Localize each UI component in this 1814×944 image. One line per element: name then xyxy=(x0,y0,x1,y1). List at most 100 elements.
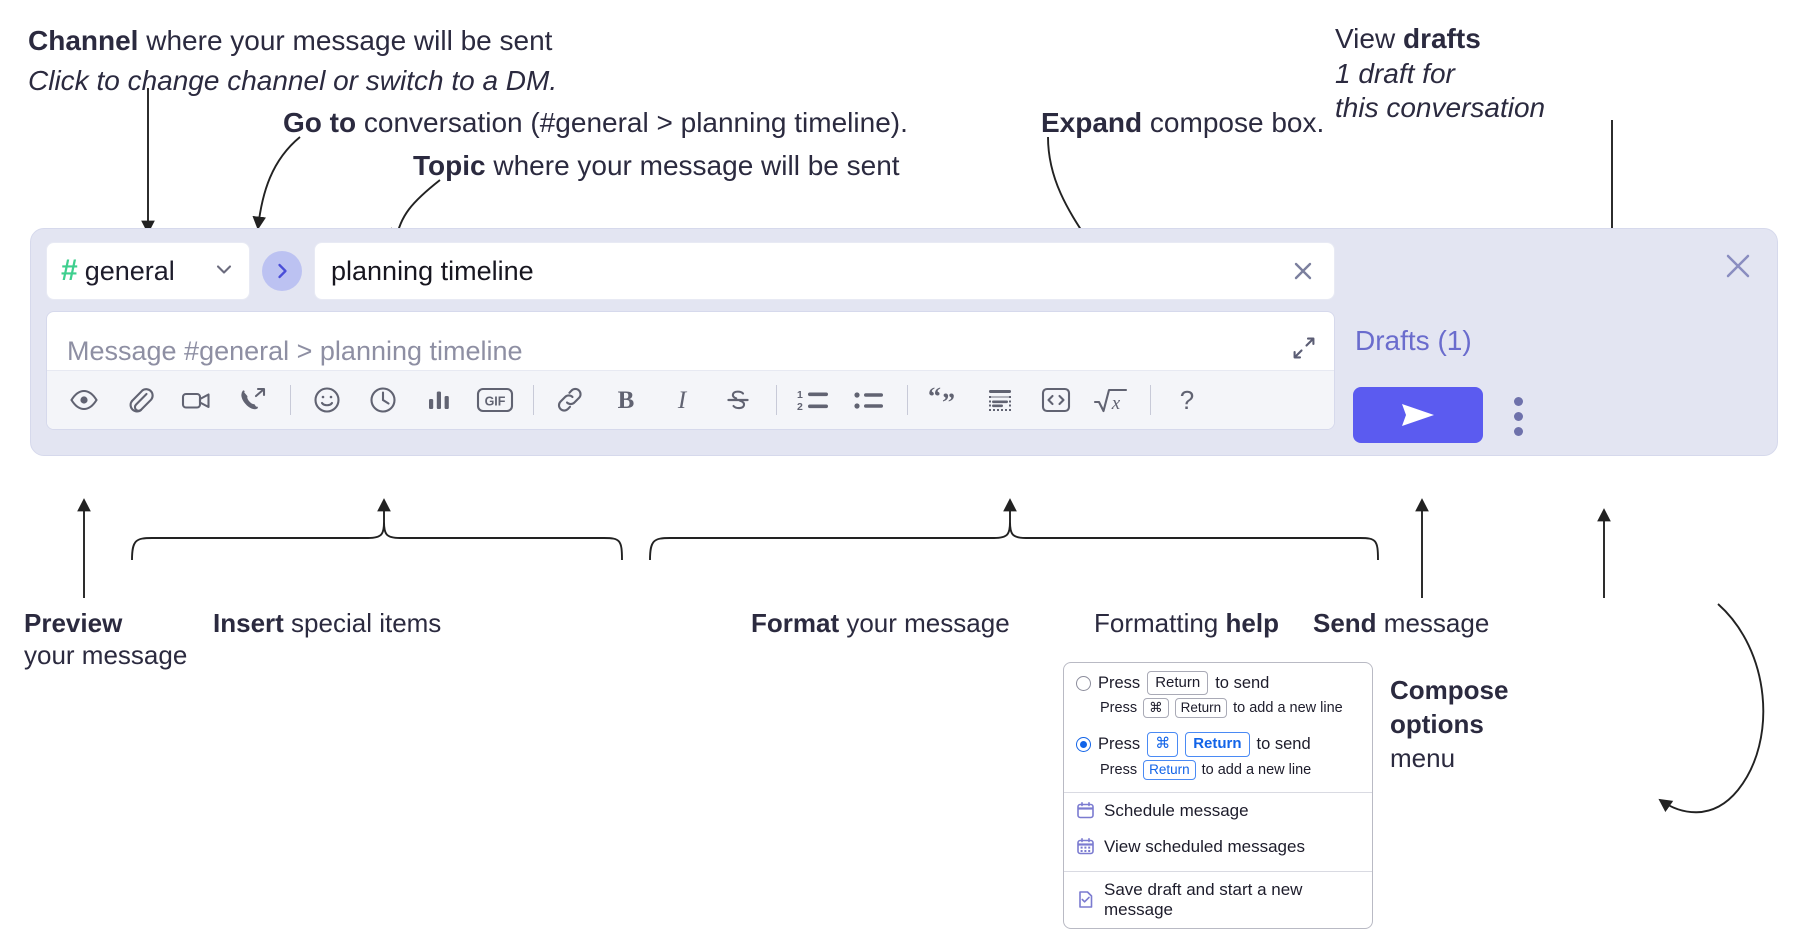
annotation-drafts: View drafts 1 draft for this conversatio… xyxy=(1335,22,1814,126)
svg-text:x: x xyxy=(1111,393,1121,414)
video-clip-icon[interactable] xyxy=(173,378,219,422)
annotation-expand-bold: Expand xyxy=(1041,107,1143,138)
radio-selected-icon[interactable] xyxy=(1076,737,1091,753)
send-option-return-hint: Press ⌘ Return to add a new line xyxy=(1064,697,1372,724)
annotation-compose-bold1: Compose xyxy=(1390,675,1509,705)
topic-value: planning timeline xyxy=(331,255,534,286)
annotation-goto-rest: conversation (#general > planning timeli… xyxy=(356,107,908,138)
kbd-return: Return xyxy=(1185,732,1250,757)
annotation-send-bold: Send xyxy=(1313,608,1377,638)
code-block-icon[interactable] xyxy=(977,378,1023,422)
annotation-drafts-sub2: this conversation xyxy=(1335,92,1546,124)
clock-icon[interactable] xyxy=(360,378,406,422)
annotation-topic-bold: Topic xyxy=(413,150,486,181)
svg-text:I: I xyxy=(677,387,688,414)
annotation-drafts-sub1: 1 draft for xyxy=(1335,57,1455,89)
option1-tosend: to send xyxy=(1215,673,1270,692)
preview-icon[interactable] xyxy=(61,378,107,422)
emoji-icon[interactable] xyxy=(304,378,350,422)
menu-item-schedule-message[interactable]: Schedule message xyxy=(1064,793,1372,829)
help-icon[interactable]: ? xyxy=(1164,378,1210,422)
annotation-preview-bold: Preview xyxy=(24,608,123,638)
close-icon[interactable] xyxy=(1288,256,1318,286)
annotation-drafts-lead: View xyxy=(1335,23,1403,54)
channel-and-topic-row: # general planning timeline xyxy=(46,242,1335,300)
annotation-channel-rest: where your message will be sent xyxy=(138,25,553,56)
annotation-channel-bold: Channel xyxy=(28,25,139,56)
radio-unselected-icon[interactable] xyxy=(1076,675,1091,691)
hash-icon: # xyxy=(61,254,78,287)
kebab-dot xyxy=(1513,411,1523,421)
panel-close-icon[interactable] xyxy=(1721,249,1755,288)
annotation-topic: Topic where your message will be sent xyxy=(413,149,1113,184)
send-option-cmd-return-hint: Press Return to add a new line xyxy=(1064,759,1372,786)
strikethrough-icon[interactable] xyxy=(715,378,761,422)
annotation-topic-rest: where your message will be sent xyxy=(485,150,900,181)
kbd-return: Return xyxy=(1147,671,1209,696)
code-icon[interactable] xyxy=(1033,378,1079,422)
topic-input[interactable]: planning timeline xyxy=(314,242,1335,300)
menu-item-label: Schedule message xyxy=(1104,800,1249,820)
kbd-return: Return xyxy=(1174,698,1228,719)
blockquote-icon[interactable]: “ ” xyxy=(921,378,967,422)
menu-item-label: View scheduled messages xyxy=(1104,836,1305,856)
menu-item-label: Save draft and start a new message xyxy=(1104,879,1303,919)
svg-text:B: B xyxy=(618,387,635,414)
formatting-toolbar: GIF B xyxy=(47,370,1334,429)
menu-item-save-draft[interactable]: Save draft and start a new message xyxy=(1064,872,1372,928)
svg-text:?: ? xyxy=(1180,385,1194,415)
annotation-goto-bold: Go to xyxy=(283,107,357,138)
bulleted-list-icon[interactable] xyxy=(846,378,892,422)
message-placeholder: Message #general > planning timeline xyxy=(67,336,523,366)
toolbar-separator xyxy=(1150,385,1151,415)
math-icon[interactable]: x xyxy=(1089,378,1135,422)
send-option-return[interactable]: Press Return to send xyxy=(1064,663,1372,697)
svg-text:“: “ xyxy=(928,385,941,411)
menu-divider xyxy=(1064,870,1372,872)
compose-main-area: # general planning timeline M xyxy=(46,242,1335,442)
annotation-goto: Go to conversation (#general > planning … xyxy=(283,106,983,141)
compose-options-button[interactable] xyxy=(1507,391,1529,441)
annotation-insert-rest: special items xyxy=(283,608,442,638)
annotation-compose-options: Compose options menu xyxy=(1390,674,1620,775)
bold-icon[interactable]: B xyxy=(603,378,649,422)
ordered-list-icon[interactable]: 1 2 xyxy=(790,378,836,422)
channel-selector[interactable]: # general xyxy=(46,242,250,300)
annotation-formatting-help: Formatting help xyxy=(1094,607,1494,639)
audio-clip-icon[interactable] xyxy=(229,378,275,422)
option2-press: Press xyxy=(1098,735,1141,754)
annotation-compose-rest: menu xyxy=(1390,742,1456,773)
annotation-format: Format your message xyxy=(751,607,1271,639)
option2-sub-press: Press xyxy=(1100,761,1138,778)
annotation-send-rest: message xyxy=(1376,608,1490,638)
toolbar-separator xyxy=(290,385,291,415)
attachment-icon[interactable] xyxy=(117,378,163,422)
annotation-insert-bold: Insert xyxy=(213,608,284,638)
message-input-box[interactable]: Message #general > planning timeline xyxy=(46,311,1335,430)
menu-item-view-scheduled-messages[interactable]: View scheduled messages xyxy=(1064,829,1372,865)
poll-icon[interactable] xyxy=(416,378,462,422)
annotation-drafts-bold: drafts xyxy=(1402,23,1481,54)
compose-options-menu: Press Return to send Press ⌘ Return to a… xyxy=(1063,662,1373,929)
annotation-format-bold: Format xyxy=(751,608,840,638)
menu-divider xyxy=(1064,791,1372,793)
toolbar-separator xyxy=(533,385,534,415)
kbd-command: ⌘ xyxy=(1147,732,1179,757)
send-option-cmd-return[interactable]: Press ⌘ Return to send xyxy=(1064,724,1372,758)
italic-icon[interactable]: I xyxy=(659,378,705,422)
annotation-preview: Preview your message xyxy=(24,607,254,671)
toolbar-separator xyxy=(776,385,777,415)
option2-sub-rest: to add a new line xyxy=(1201,761,1312,778)
send-button[interactable] xyxy=(1353,387,1483,443)
compose-side-area: Drafts (1) xyxy=(1337,229,1777,457)
gif-icon[interactable]: GIF xyxy=(472,378,518,422)
goto-conversation-button[interactable] xyxy=(262,251,302,291)
kbd-return: Return xyxy=(1143,759,1196,780)
annotation-send: Send message xyxy=(1313,607,1663,639)
annotation-format-rest: your message xyxy=(839,608,1010,638)
drafts-link[interactable]: Drafts (1) xyxy=(1355,325,1472,356)
expand-icon[interactable] xyxy=(1290,334,1318,367)
link-icon[interactable] xyxy=(547,378,593,422)
